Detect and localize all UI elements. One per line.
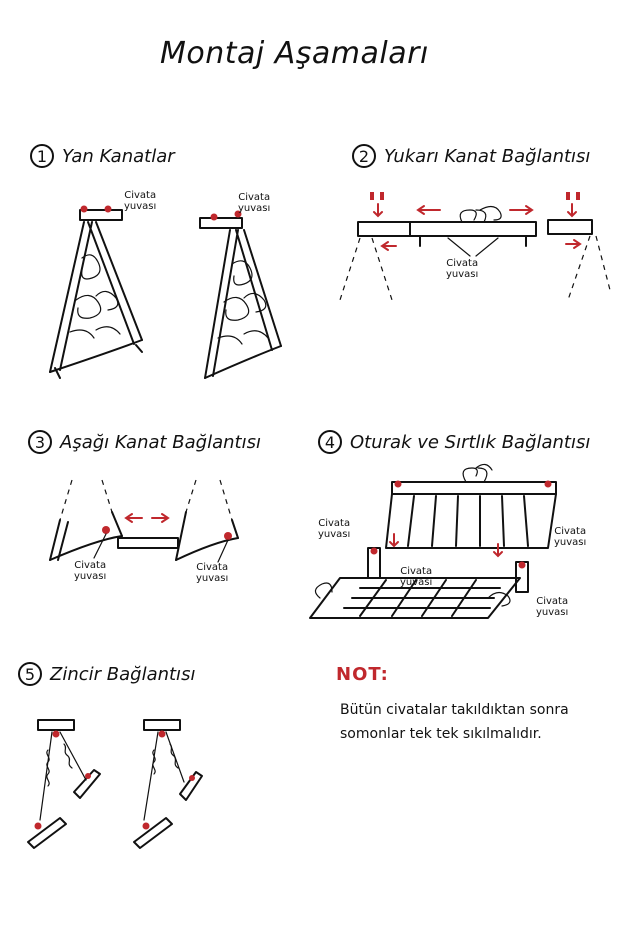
note-heading: NOT:: [336, 664, 389, 685]
step-4-drawing: [310, 464, 556, 618]
note-text: Bütün civatalar takıldıktan sonra somonl…: [340, 698, 610, 746]
step-3-drawing: [50, 480, 238, 562]
step-1-drawing: [50, 206, 281, 379]
step-5-drawing: [28, 720, 202, 848]
step-2-drawing: [340, 192, 610, 300]
